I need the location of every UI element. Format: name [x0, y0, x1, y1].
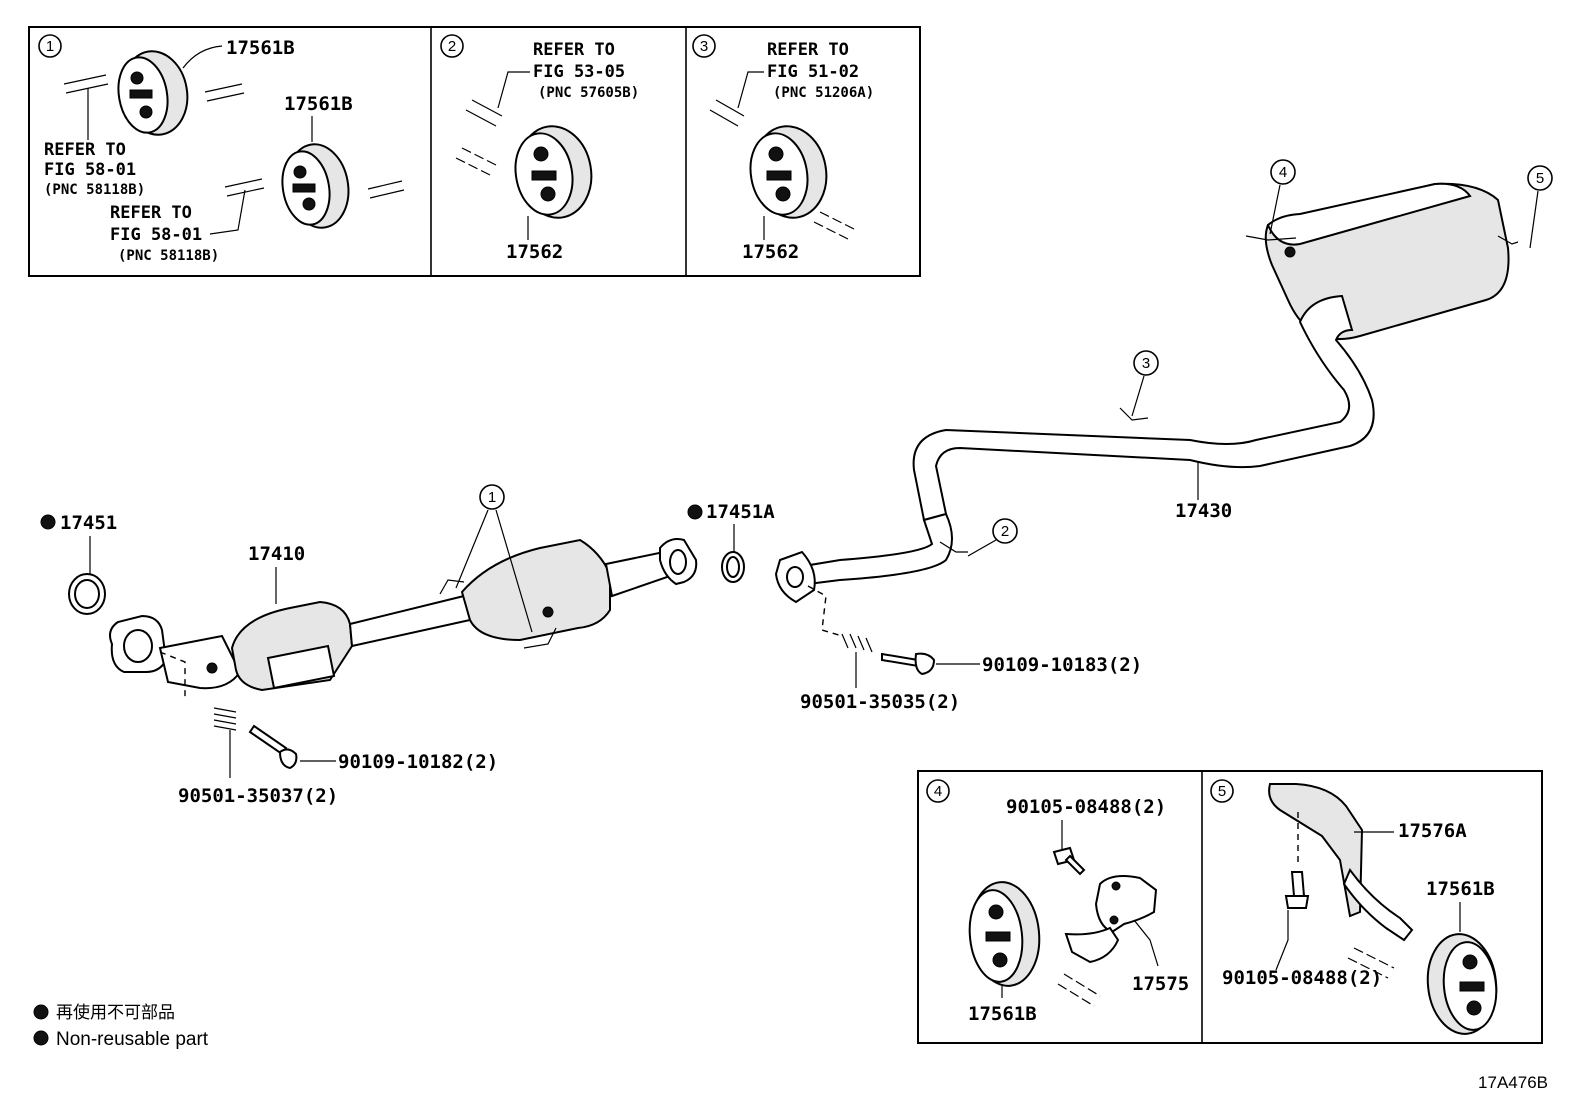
rubber-insulator-icon — [514, 125, 593, 219]
inset-4-number-circle — [926, 779, 950, 803]
callout-2: 2 — [967, 518, 1018, 557]
rubber-insulator-icon — [117, 50, 189, 136]
legend-english: Non-reusable part — [56, 1029, 209, 1050]
inset-4-number: 4 — [934, 783, 942, 800]
inset-3-number: 3 — [700, 38, 708, 55]
legend: 再使用不可部品 Non-reusable part — [33, 1002, 209, 1050]
spring-icon — [841, 633, 873, 653]
front-spring-bolt: 90109-10182(2) 90501-35037(2) — [159, 651, 498, 807]
refer-to-a-line3: (PNC 58118B) — [44, 182, 145, 198]
callout-5: 5 — [1527, 165, 1553, 249]
refer-to-line1: REFER TO — [767, 40, 849, 60]
inset-1-number-circle — [38, 34, 62, 58]
inset-3: 3 REFER TO FIG 51-02 (PNC 51206A) 17562 — [692, 34, 874, 263]
pn-17561b-top: 17561B — [226, 37, 295, 59]
callout-4: 4 — [1269, 159, 1296, 235]
refer-to-a-line1: REFER TO — [44, 140, 126, 160]
callout-5-number: 5 — [1536, 170, 1544, 187]
gasket-center: 17451A — [687, 501, 775, 583]
legend-japanese: 再使用不可部品 — [56, 1002, 175, 1022]
refer-to-line2: FIG 51-02 — [767, 62, 859, 82]
inset-5: 5 17576A 17561B 90105-08488(2) — [1210, 779, 1498, 1035]
pn-90109-10182: 90109-10182(2) — [338, 751, 498, 773]
figure-code: 17A476B — [1478, 1073, 1548, 1092]
rubber-insulator-icon — [749, 125, 828, 219]
callout-3-number: 3 — [1142, 355, 1150, 372]
inset-1-number: 1 — [46, 38, 54, 55]
refer-to-b-line1: REFER TO — [110, 203, 192, 223]
hanger-bracket-icon — [1268, 783, 1414, 942]
pn-17576a: 17576A — [1398, 820, 1467, 842]
rear-spring-bolt: 90109-10183(2) 90501-35035(2) — [800, 585, 1142, 713]
pn-17575: 17575 — [1132, 973, 1189, 995]
hanger-bracket-icon — [1064, 875, 1158, 964]
pn-17561b: 17561B — [968, 1003, 1037, 1025]
inset-2-number-circle — [440, 34, 464, 58]
inset-3-number-circle — [692, 34, 716, 58]
refer-to-line2: FIG 53-05 — [533, 62, 625, 82]
refer-to-line3: (PNC 57605B) — [538, 85, 639, 101]
pn-17561b-mid: 17561B — [284, 93, 353, 115]
rubber-insulator-icon — [1426, 933, 1498, 1035]
pn-17562: 17562 — [506, 241, 563, 263]
inset-2: 2 REFER TO FIG 53-05 (PNC 57605B) 17562 — [440, 34, 639, 263]
rubber-insulator-icon — [281, 143, 350, 229]
pn-17451a: 17451A — [706, 501, 775, 523]
pn-90501-35037: 90501-35037(2) — [178, 785, 338, 807]
callout-4-number: 4 — [1279, 164, 1287, 181]
bolt-icon — [1284, 871, 1310, 909]
gasket-front: 17451 — [40, 512, 117, 615]
inset-panel-bottom — [917, 770, 1543, 1044]
pn-17562: 17562 — [742, 241, 799, 263]
callout-1-number: 1 — [488, 489, 496, 506]
inset-4: 4 90105-08488(2) 17575 17561B — [926, 779, 1189, 1025]
inset-5-number-circle — [1210, 779, 1234, 803]
inset-2-number: 2 — [448, 38, 456, 55]
pn-17561b: 17561B — [1426, 878, 1495, 900]
refer-to-line3: (PNC 51206A) — [773, 85, 874, 101]
inset-panel-top — [28, 26, 921, 277]
tail-pipe-and-muffler: 17430 — [774, 182, 1519, 604]
pn-17451: 17451 — [60, 512, 117, 534]
pn-17430: 17430 — [1175, 500, 1232, 522]
pn-90105-08488: 90105-08488(2) — [1006, 796, 1166, 818]
callout-1: 1 — [455, 484, 533, 633]
refer-to-b-line2: FIG 58-01 — [110, 225, 202, 245]
inset-5-number: 5 — [1218, 783, 1226, 800]
pn-17410: 17410 — [248, 543, 305, 565]
refer-to-line1: REFER TO — [533, 40, 615, 60]
spring-icon — [213, 707, 237, 731]
callout-2-number: 2 — [1001, 523, 1009, 540]
bolt-icon — [248, 724, 298, 770]
rubber-insulator-icon — [968, 881, 1041, 987]
pn-90105-08488: 90105-08488(2) — [1222, 967, 1382, 989]
pn-90501-35035: 90501-35035(2) — [800, 691, 960, 713]
refer-to-b-line3: (PNC 58118B) — [118, 248, 219, 264]
front-pipe-assembly — [109, 538, 698, 692]
bolt-icon — [1052, 846, 1086, 876]
inset-1: 1 17561B REFER TO FIG 58-01 (PNC 58118B)… — [38, 34, 405, 264]
callout-3: 3 — [1131, 350, 1159, 417]
bolt-icon — [881, 652, 936, 676]
pn-90109-10183: 90109-10183(2) — [982, 654, 1142, 676]
refer-to-a-line2: FIG 58-01 — [44, 160, 136, 180]
